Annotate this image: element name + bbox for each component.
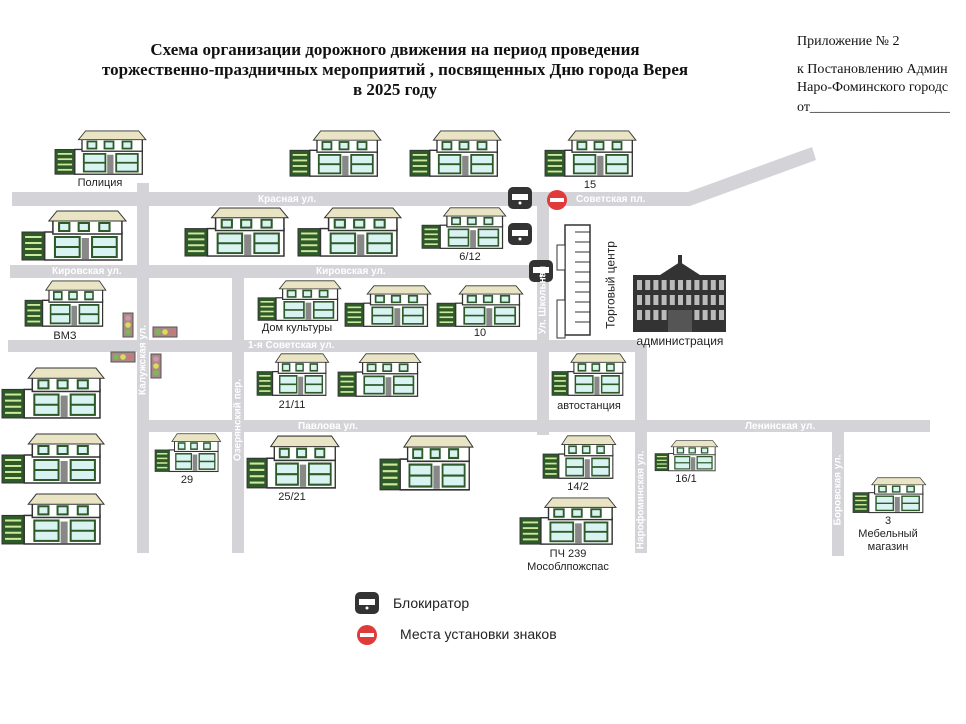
house-icon — [542, 435, 617, 479]
label-15: 15 — [583, 179, 597, 191]
house-icon — [421, 207, 507, 249]
appendix-number: Приложение № 2 — [797, 34, 900, 49]
house-icon — [544, 130, 637, 177]
house-icon — [519, 497, 617, 545]
label-police: Полиция — [77, 177, 123, 189]
blocker-icon — [508, 187, 532, 209]
street-kirovskaya-1: Кировская ул. — [52, 266, 122, 277]
traffic-light-icon — [110, 351, 136, 363]
street-krasnaya: Красная ул. — [258, 194, 317, 205]
house-icon — [337, 353, 422, 397]
house-icon — [551, 353, 627, 396]
street-1-sovetskaya: 1-я Советская ул. — [248, 340, 335, 351]
street-ozeryansky: Озерянский пер. — [232, 378, 244, 462]
house-icon — [297, 207, 403, 257]
house-icon — [54, 130, 147, 175]
road — [137, 183, 149, 553]
label-25-21: 25/21 — [278, 491, 306, 503]
legend-sign-label: Места установки знаков — [400, 626, 557, 642]
title-line-1: Схема организации дорожного движения на … — [150, 40, 640, 59]
blocker-icon — [529, 260, 553, 282]
house-icon — [154, 433, 222, 473]
no-entry-sign-icon — [547, 190, 567, 210]
road — [8, 340, 638, 352]
appendix-line-2: к Постановлению Админ — [797, 62, 948, 77]
label-mebel: Мебельный магазин — [858, 528, 918, 553]
house-icon — [1, 493, 106, 545]
street-pavlova: Павлова ул. — [298, 421, 359, 432]
street-leninskaya: Ленинская ул. — [745, 421, 816, 432]
administration-building-icon — [633, 255, 726, 332]
blocker-icon — [508, 223, 532, 245]
label-dom-kultury: Дом культуры — [261, 322, 333, 334]
house-icon — [344, 285, 432, 327]
traffic-light-icon — [152, 326, 178, 338]
house-icon — [289, 130, 382, 177]
label-administration: администрация — [636, 334, 724, 348]
label-mosoblpozhspas: Мособлпожспас — [527, 561, 609, 573]
appendix-line-3: Наро-Фоминского городс — [797, 80, 949, 95]
street-sovetskaya-pl: Советская пл. — [576, 194, 646, 205]
label-16-1: 16/1 — [675, 473, 697, 485]
street-borovskaya: Боровская ул. — [832, 454, 844, 526]
appendix-date-line: от____________________ — [797, 100, 950, 115]
house-icon — [852, 477, 927, 514]
house-icon — [184, 207, 290, 257]
traffic-light-icon — [122, 312, 134, 338]
house-icon — [379, 435, 474, 491]
house-icon — [246, 435, 340, 489]
house-icon — [21, 210, 128, 261]
street-kaluzhskaya: Калужская ул. — [137, 325, 149, 395]
shopping-center-icon — [556, 224, 591, 339]
title-line-2: торжественно-праздничных мероприятий , п… — [101, 60, 689, 79]
house-icon — [1, 433, 106, 484]
road — [537, 192, 549, 435]
road — [688, 147, 816, 206]
label-vmz: ВМЗ — [53, 330, 77, 342]
house-icon — [436, 285, 524, 327]
traffic-light-icon — [150, 353, 162, 379]
house-icon — [409, 130, 502, 177]
label-torgovy-centr: Торговый центр — [603, 241, 618, 329]
house-icon — [256, 353, 330, 396]
legend-blocker-label: Блокиратор — [393, 595, 470, 611]
label-3: 3 — [884, 515, 892, 527]
legend-sign-icon — [357, 625, 377, 645]
label-14-2: 14/2 — [567, 481, 589, 493]
street-kirovskaya-2: Кировская ул. — [316, 266, 386, 277]
title-line-3: в 2025 году — [352, 80, 438, 99]
document-title: Схема организации дорожного движения на … — [0, 40, 790, 100]
label-pch-239: ПЧ 239 — [549, 548, 587, 560]
road — [232, 278, 244, 553]
house-icon — [654, 440, 719, 472]
label-10: 10 — [473, 327, 487, 339]
house-icon — [257, 280, 342, 321]
house-icon — [24, 280, 107, 327]
label-29: 29 — [180, 474, 194, 486]
street-narofominskaya: Нарофоминская ул. — [635, 450, 647, 550]
road — [635, 345, 647, 553]
road — [832, 420, 844, 556]
label-21-11: 21/11 — [278, 399, 306, 411]
label-avtostanciya: автостанция — [557, 400, 621, 412]
legend-blocker-icon — [355, 592, 379, 614]
label-6-12: 6/12 — [459, 251, 481, 263]
house-icon — [1, 367, 106, 419]
street-shkolnaya: Ул. Школьная — [537, 265, 549, 335]
